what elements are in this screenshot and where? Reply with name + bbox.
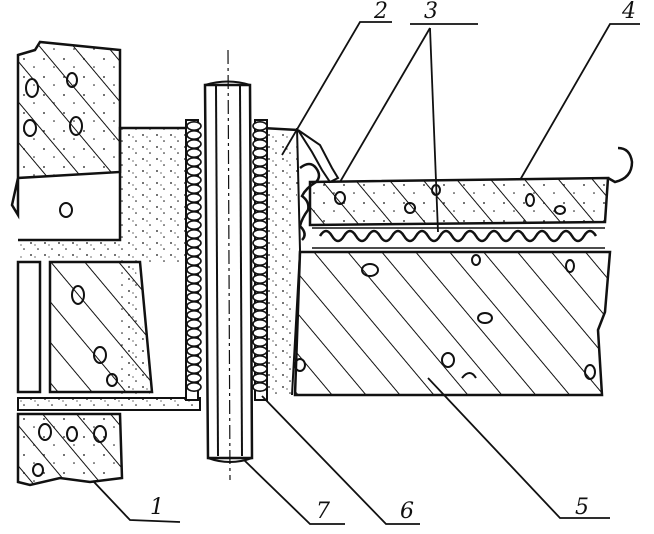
packing-bead <box>186 327 202 338</box>
packing-bead <box>186 148 202 159</box>
packing-bead <box>186 247 202 258</box>
packing-bead <box>186 291 202 302</box>
packing-bead <box>186 336 202 347</box>
sealant-bulge <box>298 162 321 241</box>
sealant-wave <box>318 229 598 243</box>
packing-bead <box>252 130 268 141</box>
packing-bead <box>186 130 202 141</box>
packing-bead <box>186 318 202 329</box>
packing-bead <box>252 184 268 195</box>
packing-bead <box>186 264 202 275</box>
packing-bead <box>252 291 268 302</box>
packing-bead <box>186 157 202 168</box>
packing-bead <box>252 166 268 177</box>
packing-bead <box>252 238 268 249</box>
packing-bead <box>252 139 268 150</box>
packing-bead <box>186 273 202 284</box>
packing-bead <box>186 121 202 132</box>
callout-1: 1 <box>150 495 164 520</box>
packing-bead <box>252 202 268 213</box>
membrane-end-curl <box>607 146 634 184</box>
packing-bead <box>252 211 268 222</box>
packing-bead <box>252 247 268 258</box>
packing-bead <box>252 193 268 204</box>
packing-bead <box>252 148 268 159</box>
left-wall-upper <box>10 40 122 220</box>
packing-bead <box>252 300 268 311</box>
packing-bead <box>186 372 202 383</box>
packing-bead <box>252 264 268 275</box>
packing-bead <box>186 282 202 293</box>
packing-bead <box>186 139 202 150</box>
packing-bead <box>252 121 268 132</box>
packing-beads-right <box>252 121 268 392</box>
left-wall-lower <box>16 397 201 487</box>
packing-bead <box>186 184 202 195</box>
packing-bead <box>252 229 268 240</box>
packing-bead <box>252 318 268 329</box>
packing-bead <box>252 345 268 356</box>
packing-beads-left <box>186 121 202 392</box>
packing-bead <box>186 202 202 213</box>
packing-bead <box>252 309 268 320</box>
callout-5: 5 <box>575 495 589 520</box>
packing-bead <box>252 336 268 347</box>
packing-bead <box>252 273 268 284</box>
packing-bead <box>186 238 202 249</box>
packing-bead <box>186 363 202 374</box>
callout-4: 4 <box>621 0 636 24</box>
leader-lines <box>93 21 640 525</box>
packing-bead <box>186 175 202 186</box>
callout-3: 3 <box>424 0 438 24</box>
packing-bead <box>252 175 268 186</box>
callout-6: 6 <box>400 499 414 524</box>
packing-bead <box>252 381 268 392</box>
mortar-fill <box>18 126 302 400</box>
packing-bead <box>252 282 268 293</box>
callout-2: 2 <box>373 0 388 24</box>
packing-bead <box>186 354 202 365</box>
packing-bead <box>252 220 268 231</box>
packing-bead <box>252 255 268 266</box>
packing-bead <box>186 255 202 266</box>
packing-bead <box>186 211 202 222</box>
packing-bead <box>186 193 202 204</box>
packing-bead <box>252 363 268 374</box>
packing-bead <box>186 381 202 392</box>
pipe <box>203 49 254 481</box>
floor-slab <box>293 250 612 397</box>
packing-bead <box>186 220 202 231</box>
topping-layer <box>308 176 610 227</box>
packing-bead <box>252 354 268 365</box>
packing-bead <box>252 327 268 338</box>
packing-bead <box>186 309 202 320</box>
left-wall-middle <box>16 260 154 394</box>
packing-bead <box>186 166 202 177</box>
packing-bead <box>186 300 202 311</box>
packing-bead <box>252 157 268 168</box>
packing-bead <box>186 345 202 356</box>
callout-7: 7 <box>316 499 330 524</box>
packing-bead <box>186 229 202 240</box>
packing-bead <box>252 372 268 383</box>
